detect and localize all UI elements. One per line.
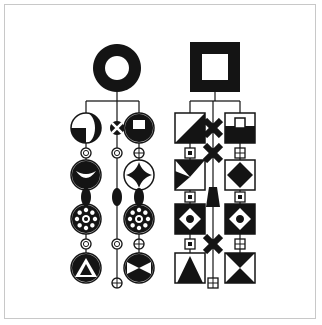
trapezoid-bead-icon <box>206 187 220 207</box>
square-bead-icon <box>185 192 195 202</box>
square-diagonal-icon <box>175 113 205 143</box>
cross-bead-icon <box>134 148 144 158</box>
circle-crescent-icon <box>71 113 101 143</box>
circle-window-icon <box>124 113 154 143</box>
cross-bead-icon <box>112 239 122 249</box>
x-bead-icon <box>110 121 124 135</box>
x-square-bead-icon <box>235 148 245 158</box>
spiral-bead-icon <box>81 239 91 249</box>
square-diamond-icon <box>225 160 255 190</box>
oval-bead-icon <box>81 188 91 206</box>
square-window-icon <box>225 113 255 143</box>
left-circle-tree <box>71 44 154 288</box>
circle-gear-icon <box>124 204 154 234</box>
cross-bead-icon <box>112 278 122 288</box>
square-bead-icon <box>235 192 245 202</box>
square-bowtie-icon <box>225 253 255 283</box>
square-bead-icon <box>185 239 195 249</box>
spiral-bead-icon <box>112 188 122 206</box>
cross-bead-icon <box>208 278 218 288</box>
square-cog-icon <box>175 204 205 234</box>
x-square-bead-icon <box>235 239 245 249</box>
spiral-bead-icon <box>81 148 91 158</box>
cross-bead-icon <box>134 239 144 249</box>
square-cog-icon <box>225 204 255 234</box>
circle-star-icon <box>124 160 154 190</box>
right-square-tree <box>175 42 255 288</box>
circle-heart-icon <box>71 160 101 190</box>
square-bead-icon <box>185 148 195 158</box>
square-hourglass-icon <box>175 160 205 190</box>
oval-bead-icon <box>134 188 144 206</box>
oval-bead-icon <box>112 148 122 158</box>
square-triangle-icon <box>175 253 205 283</box>
circle-gear-icon <box>71 204 101 234</box>
circle-bowtie-icon <box>124 253 154 283</box>
circle-triangle-icon <box>71 253 101 283</box>
